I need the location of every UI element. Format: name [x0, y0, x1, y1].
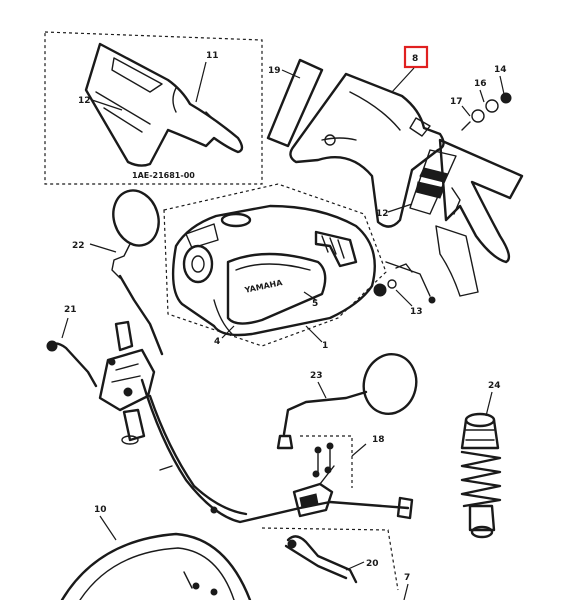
part-number-4: 4	[214, 337, 220, 347]
left-mirror-22: 22	[72, 189, 164, 356]
left-switch-21: 21	[46, 305, 156, 445]
headlight-10: 10	[60, 505, 252, 600]
fuel-tank-1: YAMAHA 1 4 5	[163, 183, 387, 351]
part-number-19: 19	[268, 66, 281, 76]
tank-mount-13: 13	[373, 261, 436, 317]
front-cowl-8: 8	[289, 45, 445, 228]
part-number-5: 5	[312, 299, 318, 309]
right-mirror-23: 23	[276, 353, 418, 450]
highlight-box	[403, 45, 429, 69]
part-number-23: 23	[310, 371, 323, 381]
part-number-12: 12	[376, 209, 389, 219]
part-number-21: 21	[64, 305, 77, 315]
part-number-8: 8	[412, 54, 418, 64]
handlebar	[140, 378, 414, 524]
inset-box: 11 12 1AE-21681-00	[44, 31, 263, 185]
part-number-13: 13	[410, 307, 423, 317]
brake-lever-20: 20	[261, 527, 399, 591]
part-7: 7	[403, 573, 410, 600]
side-panel-19: 19	[266, 58, 324, 148]
inset-part-number-12: 12	[78, 96, 91, 106]
part-number-18: 18	[372, 435, 385, 445]
part-number-1: 1	[322, 341, 328, 351]
part-number-16: 16	[474, 79, 487, 89]
inset-part-code: 1AE-21681-00	[132, 171, 195, 180]
inset-part-number-11: 11	[206, 51, 219, 61]
inset-side-cover	[84, 42, 244, 167]
tank-lettering: YAMAHA	[243, 278, 284, 295]
part-number-24: 24	[488, 381, 501, 391]
part-number-17: 17	[450, 97, 463, 107]
shock-absorber-24: 24	[460, 381, 502, 539]
part-number-20: 20	[366, 559, 379, 569]
bolts-14-16-17: 14 16 17	[450, 65, 512, 131]
part-number-10: 10	[94, 505, 107, 515]
part-number-14: 14	[494, 65, 507, 75]
part-number-7: 7	[404, 573, 410, 583]
master-cylinder-18: 18	[292, 435, 385, 518]
part-number-22: 22	[72, 241, 85, 251]
front-fender-pieces: 12	[376, 138, 524, 297]
